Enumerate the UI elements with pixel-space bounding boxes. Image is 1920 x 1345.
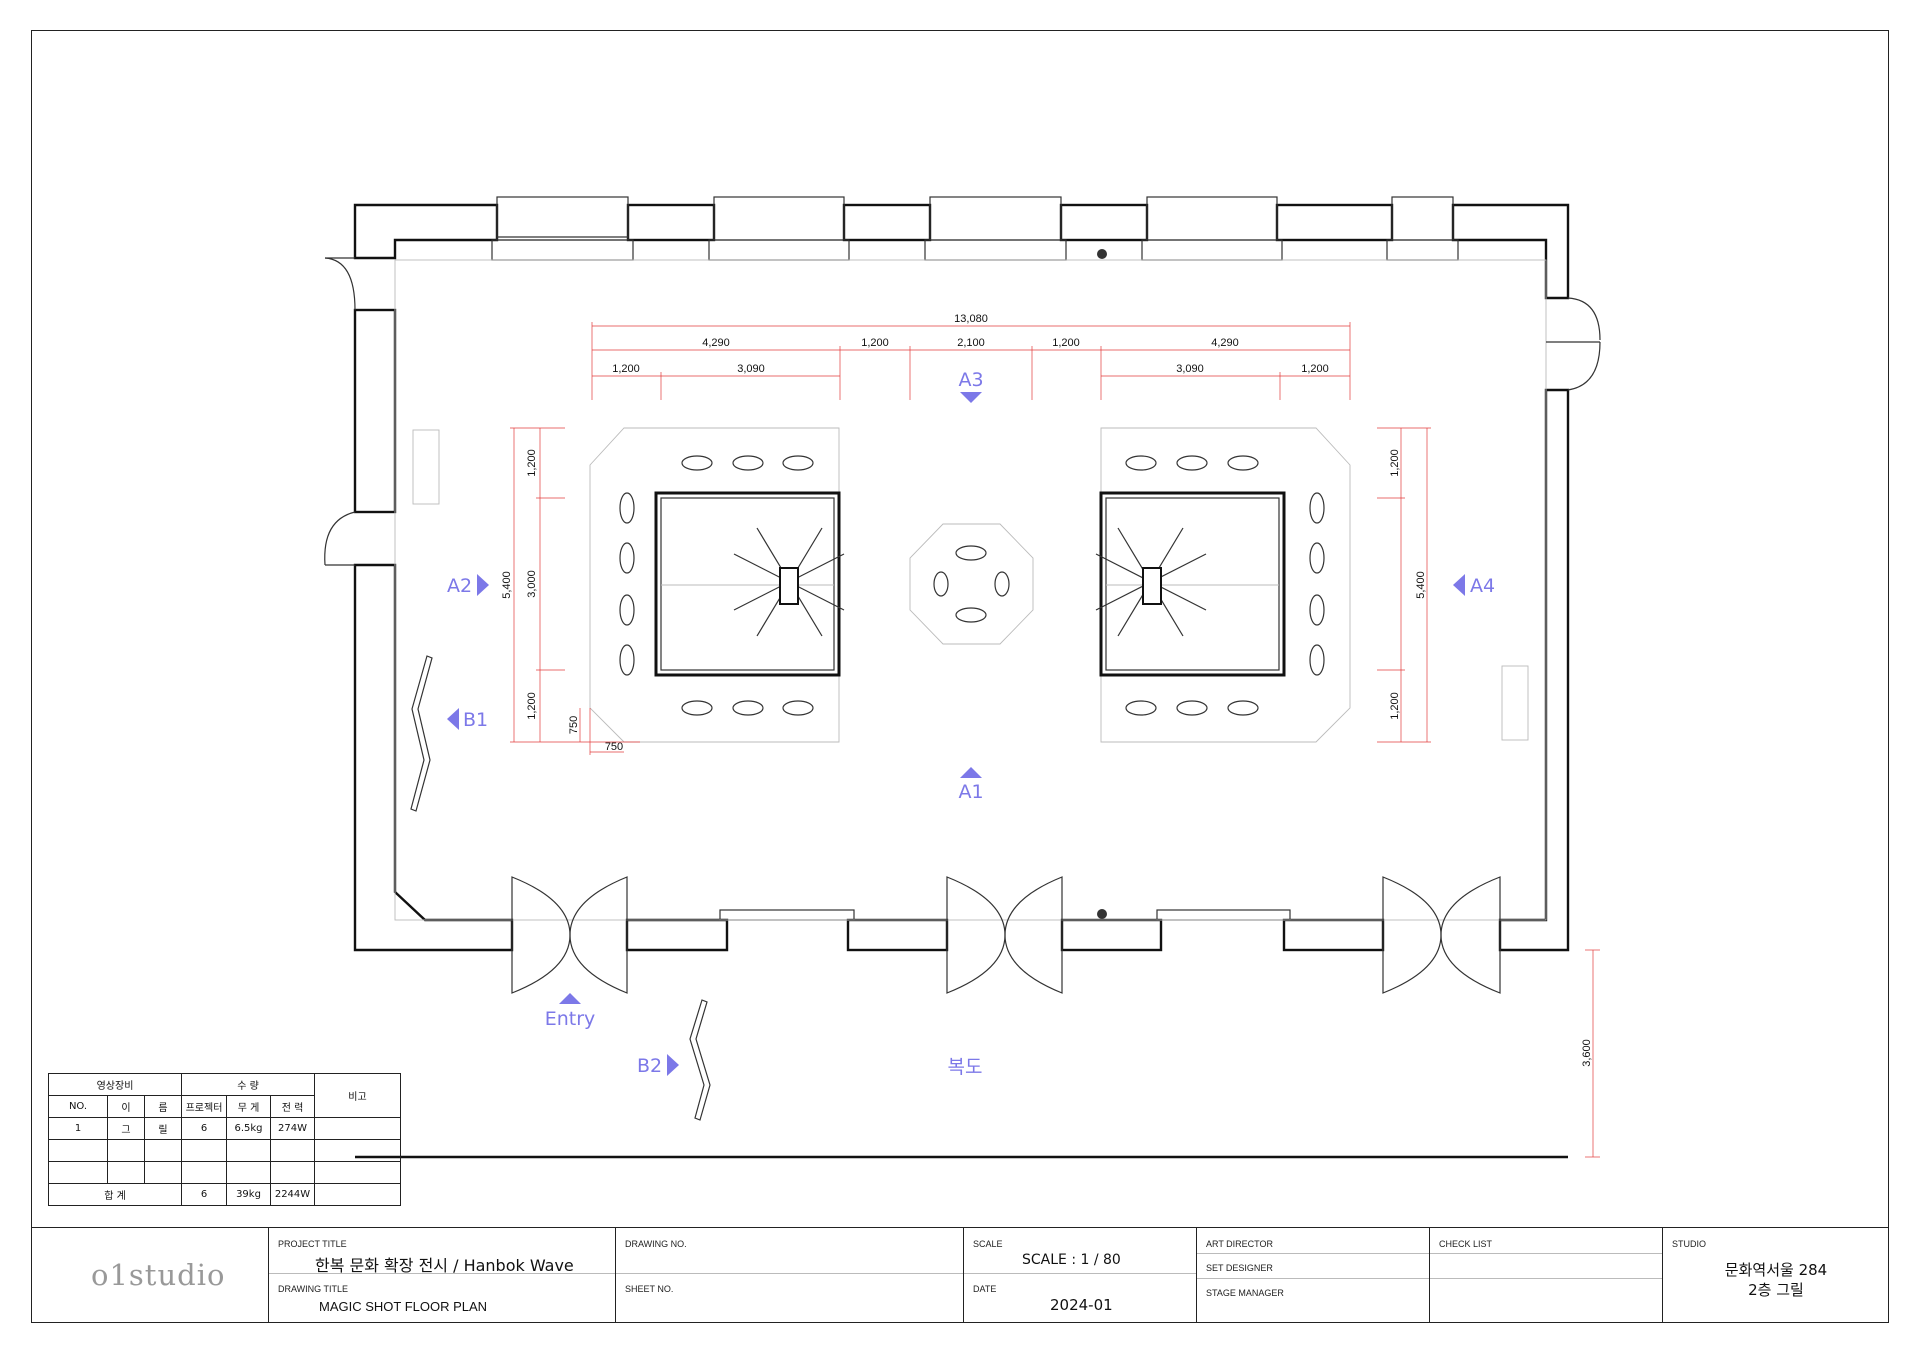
stage-manager-label: STAGE MANAGER bbox=[1206, 1288, 1284, 1298]
studio-logo: o1studio bbox=[91, 1258, 226, 1292]
marker-a3: A3 bbox=[958, 369, 983, 391]
project-cell: PROJECT TITLE 한복 문화 확장 전시 / Hanbok Wave … bbox=[269, 1228, 616, 1322]
table-row bbox=[48, 1161, 401, 1184]
logo-cell: o1studio bbox=[31, 1228, 269, 1322]
date-label: DATE bbox=[973, 1284, 997, 1294]
scale-value: SCALE : 1 / 80 bbox=[1022, 1252, 1121, 1268]
marker-entry: Entry bbox=[545, 1008, 596, 1030]
dim-right-1: 1,200 bbox=[1389, 449, 1401, 477]
dim-corner-v: 750 bbox=[568, 716, 580, 734]
table-header-qty: 수 량 bbox=[181, 1073, 315, 1096]
col-weight: 무 게 bbox=[226, 1095, 271, 1118]
dim-top-1: 4,290 bbox=[702, 337, 730, 349]
studio-label: STUDIO bbox=[1672, 1239, 1707, 1249]
dim-second-2: 3,090 bbox=[737, 363, 765, 375]
arrow-left-icon bbox=[447, 708, 459, 730]
marker-a1: A1 bbox=[958, 781, 983, 803]
dimension-labels: 13,080 4,290 1,200 2,100 1,200 4,290 1,2… bbox=[501, 313, 1593, 1067]
drawing-title-label: DRAWING TITLE bbox=[278, 1284, 349, 1294]
table-header-group: 영상장비 bbox=[48, 1073, 182, 1096]
dim-left-total: 5,400 bbox=[501, 571, 513, 599]
staff-cell: ART DIRECTOR SET DESIGNER STAGE MANAGER bbox=[1197, 1228, 1430, 1322]
total-label: 합 계 bbox=[48, 1183, 182, 1206]
view-markers: A3 A1 A2 A4 B1 B2 Entry 복도 bbox=[447, 369, 1495, 1078]
project-title-label: PROJECT TITLE bbox=[278, 1239, 347, 1249]
dim-total: 13,080 bbox=[954, 313, 988, 325]
drawing-title: MAGIC SHOT FLOOR PLAN bbox=[319, 1299, 488, 1314]
title-block: o1studio PROJECT TITLE 한복 문화 확장 전시 / Han… bbox=[31, 1227, 1889, 1323]
marker-b2: B2 bbox=[637, 1055, 662, 1077]
col-name-2: 름 bbox=[144, 1095, 182, 1118]
arrow-down-icon bbox=[960, 392, 982, 403]
drawing-no-label: DRAWING NO. bbox=[625, 1239, 687, 1249]
dim-second-3: 3,090 bbox=[1176, 363, 1204, 375]
marker-a2: A2 bbox=[447, 575, 472, 597]
check-list-label: CHECK LIST bbox=[1439, 1239, 1493, 1249]
arrow-up-icon bbox=[960, 767, 982, 778]
scale-cell: SCALE SCALE : 1 / 80 DATE 2024-01 bbox=[964, 1228, 1197, 1322]
table-header-note: 비고 bbox=[314, 1073, 401, 1118]
col-no: NO. bbox=[48, 1095, 108, 1118]
arrow-left-icon bbox=[1453, 574, 1465, 596]
dim-second-4: 1,200 bbox=[1301, 363, 1329, 375]
art-director-label: ART DIRECTOR bbox=[1206, 1239, 1274, 1249]
col-projector: 프로젝터 bbox=[181, 1095, 227, 1118]
dim-left-3: 1,200 bbox=[526, 692, 538, 720]
studio-line-2: 2층 그릴 bbox=[1748, 1281, 1804, 1299]
sheet-no-label: SHEET NO. bbox=[625, 1284, 674, 1294]
dim-corridor: 3,600 bbox=[1581, 1039, 1593, 1067]
doors bbox=[324, 257, 1601, 994]
dim-top-3: 2,100 bbox=[957, 337, 985, 349]
studio-line-1: 문화역서울 284 bbox=[1724, 1261, 1828, 1279]
arrow-up-icon bbox=[559, 993, 581, 1004]
drawing-no-cell: DRAWING NO. SHEET NO. bbox=[616, 1228, 964, 1322]
dim-top-2: 1,200 bbox=[861, 337, 889, 349]
dim-corner-h: 750 bbox=[605, 741, 623, 753]
booth-left bbox=[589, 427, 845, 743]
center-table bbox=[909, 523, 1034, 645]
partition-screens bbox=[410, 655, 711, 1121]
dimension-lines bbox=[510, 322, 1600, 1158]
table-row: 1 그 릴 6 6.5kg 274W bbox=[48, 1117, 401, 1140]
dim-left-1: 1,200 bbox=[526, 449, 538, 477]
check-list-cell: CHECK LIST bbox=[1430, 1228, 1663, 1322]
drawing-frame bbox=[31, 30, 1889, 1323]
equipment-table: 영상장비 수 량 비고 NO. 이 름 프로젝터 무 게 전 력 1 그 릴 6… bbox=[48, 1073, 401, 1206]
arrow-right-icon bbox=[477, 574, 489, 596]
dim-top-5: 4,290 bbox=[1211, 337, 1239, 349]
table-row bbox=[48, 1139, 401, 1162]
dim-top-4: 1,200 bbox=[1052, 337, 1080, 349]
dim-second-1: 1,200 bbox=[612, 363, 640, 375]
col-name-1: 이 bbox=[107, 1095, 145, 1118]
dim-left-2: 3,000 bbox=[526, 570, 538, 598]
date-value: 2024-01 bbox=[1050, 1296, 1113, 1314]
booth-right bbox=[1095, 427, 1351, 743]
scale-label: SCALE bbox=[973, 1239, 1003, 1249]
arrow-right-icon bbox=[667, 1054, 679, 1076]
marker-b1: B1 bbox=[463, 709, 488, 731]
table-total-row: 합 계 6 39kg 2244W bbox=[48, 1183, 401, 1206]
set-designer-label: SET DESIGNER bbox=[1206, 1263, 1273, 1273]
studio-cell: STUDIO 문화역서울 284 2층 그릴 bbox=[1663, 1228, 1889, 1322]
col-power: 전 력 bbox=[270, 1095, 315, 1118]
dim-right-total: 5,400 bbox=[1415, 571, 1427, 599]
marker-a4: A4 bbox=[1470, 575, 1495, 597]
dim-right-2: 1,200 bbox=[1389, 692, 1401, 720]
corridor-label: 복도 bbox=[948, 1056, 983, 1078]
project-title: 한복 문화 확장 전시 / Hanbok Wave bbox=[315, 1256, 574, 1275]
